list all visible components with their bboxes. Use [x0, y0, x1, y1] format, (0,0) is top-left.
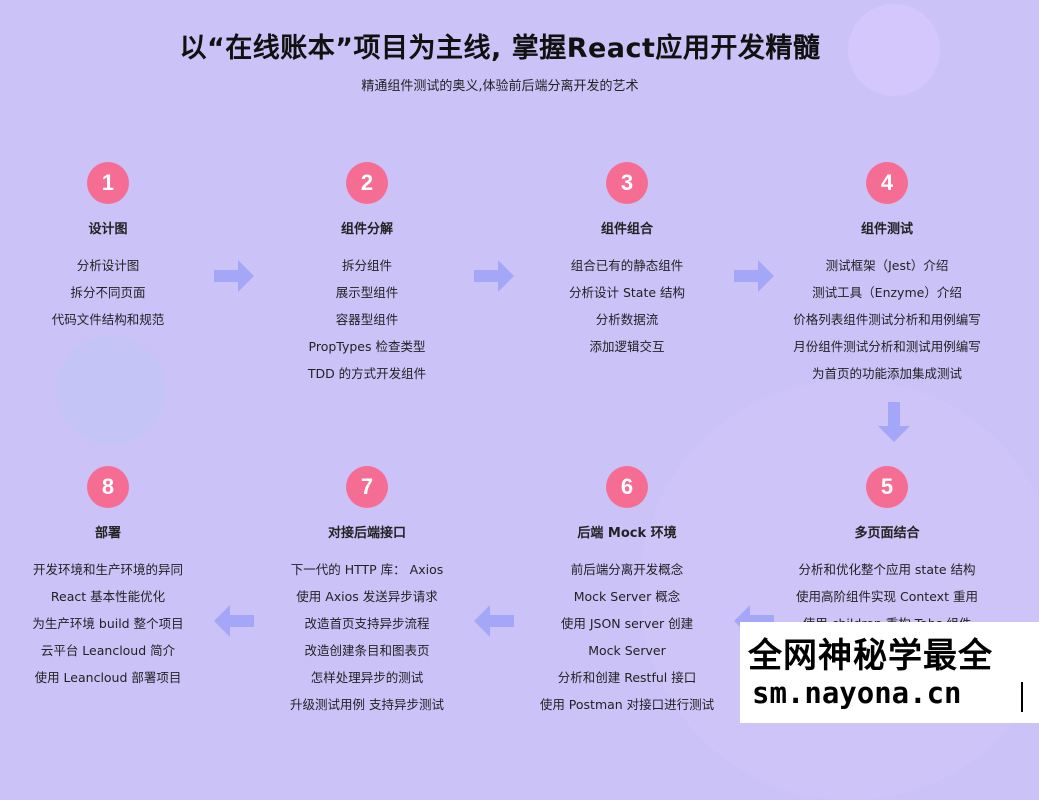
step-number-badge: 1 [87, 162, 129, 204]
decor-circle [848, 4, 940, 96]
step-item: Mock Server [588, 643, 666, 658]
step-5: 5 多页面结合分析和优化整个应用 state 结构使用高阶组件实现 Context… [772, 466, 1002, 637]
step-item: TDD 的方式开发组件 [307, 366, 427, 381]
step-item: 为首页的功能添加集成测试 [811, 366, 962, 381]
step-items: 开发环境和生产环境的异同 React 基本性能优化为生产环境 build 整个项目… [0, 556, 223, 691]
arrow-right-icon [474, 260, 514, 292]
step-2: 2 组件分解拆分组件展示型组件容器型组件 PropTypes 检查类型 TDD 的方式… [252, 162, 482, 387]
watermark-url: sm.nayona.cn [752, 676, 962, 710]
step-number-badge: 4 [866, 162, 908, 204]
step-item: 代码文件结构和规范 [51, 312, 165, 327]
step-item: 添加逻辑交互 [589, 339, 665, 354]
step-number-badge: 5 [866, 466, 908, 508]
arrow-left-icon [474, 605, 514, 637]
step-item: 拆分组件 [341, 258, 392, 273]
text-cursor [1021, 682, 1023, 712]
step-title: 设计图 [88, 222, 128, 237]
step-1: 1 设计图分析设计图拆分不同页面代码文件结构和规范 [0, 162, 223, 333]
decor-circle [56, 335, 166, 445]
step-item: 价格列表组件测试分析和用例编写 [793, 312, 981, 327]
step-item: Mock Server 概念 [573, 589, 681, 604]
step-item: 使用 JSON server 创建 [560, 616, 694, 631]
step-number-badge: 8 [87, 466, 129, 508]
step-items: 下一代的 HTTP 库： Axios 使用 Axios 发送异步请求改造首页支持异… [252, 556, 482, 718]
step-number-badge: 6 [606, 466, 648, 508]
step-title: 组件分解 [340, 222, 393, 237]
step-item: 使用高阶组件实现 Context 重用 [796, 589, 978, 604]
step-6: 6 后端 Mock 环境前后端分离开发概念 Mock Server 概念使用 JSO… [512, 466, 742, 718]
arrow-down-icon [878, 402, 910, 442]
step-item: 使用 Axios 发送异步请求 [296, 589, 438, 604]
step-item: 升级测试用例 支持异步测试 [290, 697, 444, 712]
step-item: 容器型组件 [335, 312, 399, 327]
step-title: 对接后端接口 [327, 526, 406, 541]
step-item: 云平台 Leancloud 简介 [40, 643, 176, 658]
step-item: 为生产环境 build 整个项目 [32, 616, 184, 631]
step-title: 组件测试 [860, 222, 913, 237]
step-items: 分析设计图拆分不同页面代码文件结构和规范 [0, 252, 223, 333]
step-item: PropTypes 检查类型 [308, 339, 426, 354]
step-7: 7 对接后端接口下一代的 HTTP 库： Axios 使用 Axios 发送异步请求… [252, 466, 482, 718]
step-item: 组合已有的静态组件 [570, 258, 684, 273]
step-number-badge: 7 [346, 466, 388, 508]
step-item: 改造首页支持异步流程 [304, 616, 430, 631]
step-items: 拆分组件展示型组件容器型组件 PropTypes 检查类型 TDD 的方式开发组件 [252, 252, 482, 387]
step-item: 怎样处理异步的测试 [310, 670, 424, 685]
step-item: 分析设计图 [76, 258, 140, 273]
step-item: 测试框架（Jest）介绍 [825, 258, 949, 273]
step-item: 下一代的 HTTP 库： Axios [290, 562, 444, 577]
step-title: 组件组合 [600, 222, 653, 237]
step-number-badge: 3 [606, 162, 648, 204]
watermark-text: 全网神秘学最全 [748, 636, 993, 676]
step-items: 组合已有的静态组件分析设计 State 结构分析数据流添加逻辑交互 [512, 252, 742, 360]
step-item: 使用 Postman 对接口进行测试 [539, 697, 715, 712]
page-title: 以“在线账本”项目为主线, 掌握React应用开发精髓 [179, 33, 821, 64]
step-item: 月份组件测试分析和测试用例编写 [793, 339, 981, 354]
step-items: 测试框架（Jest）介绍测试工具（Enzyme）介绍价格列表组件测试分析和用例编… [772, 252, 1002, 387]
step-3: 3 组件组合组合已有的静态组件分析设计 State 结构分析数据流添加逻辑交互 [512, 162, 742, 360]
watermark: 全网神秘学最全 sm.nayona.cn [740, 622, 1039, 723]
step-item: 分析和创建 Restful 接口 [557, 670, 697, 685]
step-item: 展示型组件 [335, 285, 399, 300]
page-subtitle: 精通组件测试的奥义,体验前后端分离开发的艺术 [361, 79, 639, 94]
step-item: 分析数据流 [595, 312, 659, 327]
step-8: 8 部署开发环境和生产环境的异同 React 基本性能优化为生产环境 build 整… [0, 466, 223, 691]
step-items: 前后端分离开发概念 Mock Server 概念使用 JSON server 创建… [512, 556, 742, 718]
step-item: 前后端分离开发概念 [570, 562, 684, 577]
arrow-left-icon [214, 605, 254, 637]
step-item: 分析设计 State 结构 [568, 285, 686, 300]
step-item: 分析和优化整个应用 state 结构 [798, 562, 976, 577]
arrow-right-icon [734, 260, 774, 292]
step-4: 4 组件测试测试框架（Jest）介绍测试工具（Enzyme）介绍价格列表组件测试分… [772, 162, 1002, 387]
step-item: React 基本性能优化 [50, 589, 166, 604]
step-title: 部署 [94, 526, 121, 541]
step-number-badge: 2 [346, 162, 388, 204]
step-item: 改造创建条目和图表页 [304, 643, 430, 658]
step-item: 测试工具（Enzyme）介绍 [812, 285, 962, 300]
step-item: 拆分不同页面 [70, 285, 146, 300]
arrow-right-icon [214, 260, 254, 292]
step-item: 开发环境和生产环境的异同 [32, 562, 183, 577]
step-title: 多页面结合 [854, 526, 920, 541]
step-item: 使用 Leancloud 部署项目 [34, 670, 182, 685]
step-title: 后端 Mock 环境 [577, 526, 677, 541]
